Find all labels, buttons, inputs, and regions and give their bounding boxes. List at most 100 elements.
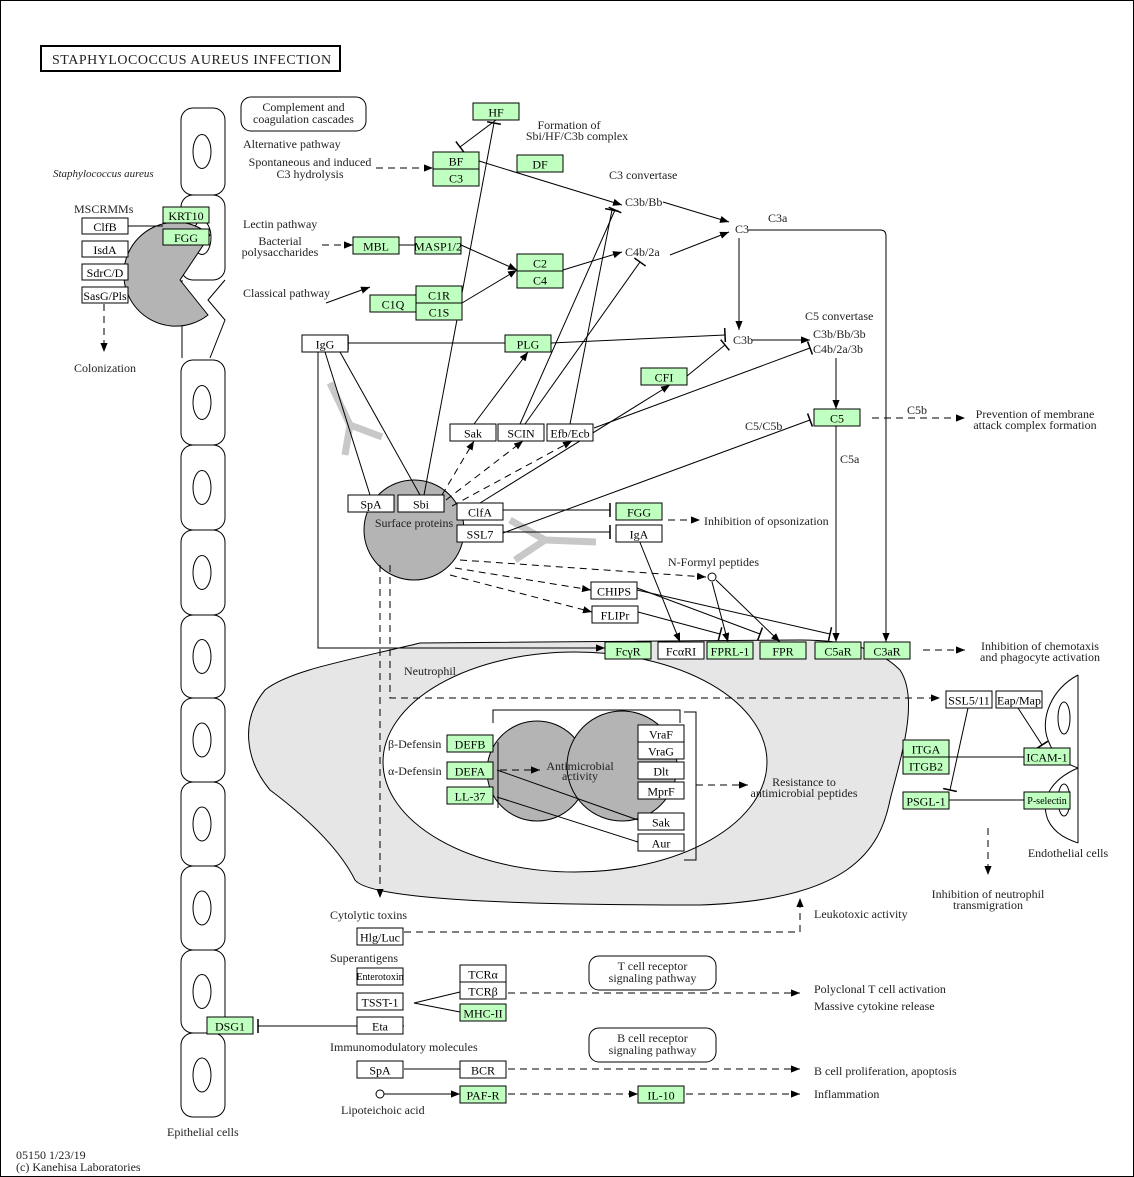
node-sbi[interactable]: Sbi: [397, 494, 445, 513]
gene-box[interactable]: [640, 367, 688, 386]
compound-box[interactable]: [301, 334, 349, 353]
node-spa2[interactable]: SpA: [356, 1060, 404, 1079]
gene-box[interactable]: [459, 1003, 507, 1022]
map-link-box[interactable]: [588, 1027, 717, 1063]
compound-box[interactable]: [397, 494, 445, 513]
node-bf[interactable]: BF: [432, 151, 480, 170]
gene-box[interactable]: [446, 786, 494, 805]
node-defa[interactable]: DEFA: [446, 761, 494, 780]
map-link-box[interactable]: [240, 96, 367, 132]
node-ll37[interactable]: LL-37: [446, 786, 494, 805]
compound-box[interactable]: [546, 423, 594, 442]
node-dlt[interactable]: Dlt: [637, 761, 685, 780]
node-itgb2[interactable]: ITGB2: [902, 756, 950, 775]
compound-box[interactable]: [81, 217, 129, 235]
node-ssl511[interactable]: SSL5/11: [945, 690, 993, 709]
node-cfi[interactable]: CFI: [640, 367, 688, 386]
gene-box[interactable]: [472, 102, 520, 121]
node-flipr[interactable]: FLIPr: [591, 605, 639, 624]
compound-box[interactable]: [356, 1016, 404, 1035]
compound-box[interactable]: [637, 741, 685, 760]
node-iga[interactable]: IgA: [615, 524, 663, 543]
node-sak[interactable]: Sak: [449, 423, 497, 442]
node-ssl7[interactable]: SSL7: [456, 524, 504, 543]
node-c1q[interactable]: C1Q: [369, 294, 417, 313]
gene-box[interactable]: [902, 756, 950, 775]
node-c2[interactable]: C2: [516, 253, 564, 272]
node-fcar[interactable]: FcαRI: [657, 641, 705, 660]
node-igg[interactable]: IgG: [301, 334, 349, 353]
compound-box[interactable]: [637, 761, 685, 780]
gene-box[interactable]: [516, 154, 564, 173]
gene-box[interactable]: [863, 641, 911, 660]
compound-box[interactable]: [456, 524, 504, 543]
gene-box[interactable]: [415, 302, 463, 321]
node-fcgr[interactable]: FcγR: [604, 641, 652, 660]
compound-box[interactable]: [356, 992, 404, 1011]
node-c4[interactable]: C4: [516, 270, 564, 289]
gene-box[interactable]: [813, 408, 861, 427]
lipoteichoic-acid-compound[interactable]: [375, 1089, 385, 1099]
node-efb[interactable]: Efb/Ecb: [546, 423, 594, 442]
compound-box[interactable]: [995, 690, 1043, 709]
node-masp[interactable]: MASP1/2: [414, 236, 462, 255]
node-fpr[interactable]: FPR: [759, 641, 807, 660]
gene-box[interactable]: [759, 641, 807, 660]
gene-box[interactable]: [206, 1016, 254, 1035]
gene-box[interactable]: [162, 228, 210, 246]
node-tsst[interactable]: TSST-1: [356, 992, 404, 1011]
node-clfa[interactable]: ClfA: [456, 502, 504, 521]
node-chips[interactable]: CHIPS: [590, 581, 638, 600]
node-sak2[interactable]: Sak: [637, 812, 685, 831]
node-clfb[interactable]: ClfB: [81, 217, 129, 235]
gene-box[interactable]: [504, 334, 552, 353]
compound-box[interactable]: [497, 423, 545, 442]
node-pafr[interactable]: PAF-R: [459, 1085, 507, 1104]
gene-box[interactable]: [352, 236, 400, 255]
gene-box[interactable]: [414, 236, 462, 255]
node-c1r[interactable]: C1R: [415, 285, 463, 304]
gene-box[interactable]: [459, 1085, 507, 1104]
compound-box[interactable]: [347, 494, 395, 513]
compound-box[interactable]: [356, 1060, 404, 1079]
node-scin[interactable]: SCIN: [497, 423, 545, 442]
node-entero[interactable]: Enterotoxin: [356, 967, 404, 986]
compound-box[interactable]: [456, 502, 504, 521]
gene-box[interactable]: [706, 641, 754, 660]
gene-box[interactable]: [1023, 747, 1071, 766]
compound-box[interactable]: [657, 641, 705, 660]
node-c3g[interactable]: C3: [432, 168, 480, 187]
n-formyl-peptide-compound[interactable]: [707, 572, 717, 582]
node-fgg2[interactable]: FGG: [615, 502, 663, 521]
node-bcr[interactable]: BCR: [459, 1060, 507, 1079]
compound-box[interactable]: [615, 524, 663, 543]
compound-box[interactable]: [81, 286, 129, 304]
gene-box[interactable]: [814, 641, 862, 660]
gene-box[interactable]: [637, 1085, 685, 1104]
node-c5ar[interactable]: C5aR: [814, 641, 862, 660]
node-plg[interactable]: PLG: [504, 334, 552, 353]
node-df[interactable]: DF: [516, 154, 564, 173]
node-fgg1[interactable]: FGG: [162, 228, 210, 246]
gene-box[interactable]: [516, 270, 564, 289]
compound-box[interactable]: [356, 927, 404, 946]
compound-box[interactable]: [591, 605, 639, 624]
node-spa[interactable]: SpA: [347, 494, 395, 513]
node-itga[interactable]: ITGA: [902, 739, 950, 758]
gene-box[interactable]: [604, 641, 652, 660]
node-vraf[interactable]: VraF: [637, 724, 685, 743]
node-tcra[interactable]: TCRα: [459, 964, 507, 983]
node-hlg[interactable]: Hlg/Luc: [356, 927, 404, 946]
compound-box[interactable]: [449, 423, 497, 442]
node-mbl[interactable]: MBL: [352, 236, 400, 255]
node-eap[interactable]: Eap/Map: [995, 690, 1043, 709]
compound-box[interactable]: [590, 581, 638, 600]
node-icam1[interactable]: ICAM-1: [1023, 747, 1071, 766]
gene-box[interactable]: [446, 734, 494, 753]
gene-box[interactable]: [432, 168, 480, 187]
map-link-box[interactable]: [588, 955, 717, 991]
gene-box[interactable]: [446, 761, 494, 780]
node-tcrb[interactable]: TCRβ: [459, 981, 507, 1000]
